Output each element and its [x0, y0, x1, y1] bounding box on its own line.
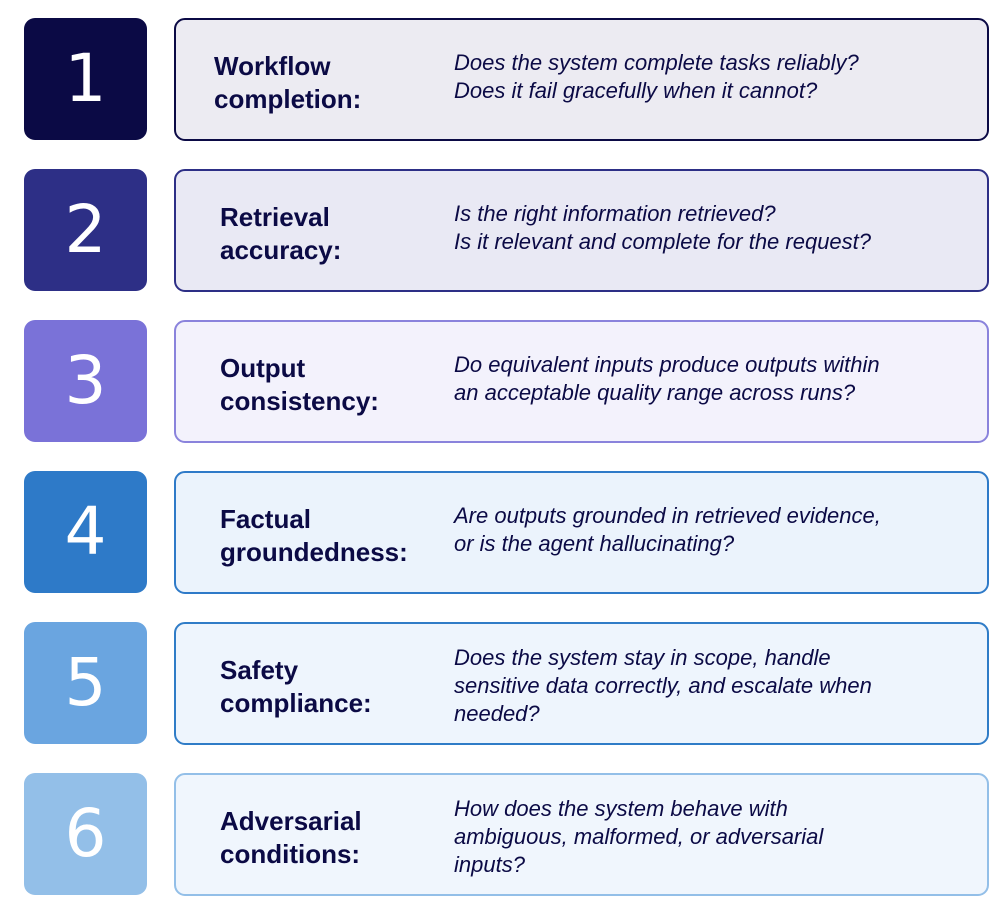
criterion-row: 3 Output consistency: Do equivalent inpu…: [0, 320, 1008, 444]
number-badge: 4: [24, 471, 147, 593]
criterion-description-line: needed?: [454, 701, 540, 726]
criterion-description: Does the system stay in scope, handle se…: [454, 644, 974, 728]
criterion-description-line: inputs?: [454, 852, 525, 877]
criterion-description-line: Do equivalent inputs produce outputs wit…: [454, 352, 880, 377]
criterion-description: How does the system behave with ambiguou…: [454, 795, 974, 879]
criterion-number: 3: [64, 342, 107, 419]
criterion-description-line: Is the right information retrieved?: [454, 201, 776, 226]
criterion-card: Workflow completion: Does the system com…: [174, 18, 989, 141]
number-badge: 3: [24, 320, 147, 442]
criterion-card: Adversarial conditions: How does the sys…: [174, 773, 989, 896]
criterion-number: 4: [64, 493, 107, 570]
number-badge: 1: [24, 18, 147, 140]
criterion-title: Safety compliance:: [220, 654, 440, 720]
criterion-description-line: or is the agent hallucinating?: [454, 531, 735, 556]
criterion-description-line: Are outputs grounded in retrieved eviden…: [454, 503, 881, 528]
number-badge: 6: [24, 773, 147, 895]
criterion-number: 5: [64, 644, 107, 721]
criterion-title-line: compliance:: [220, 688, 372, 718]
criterion-description: Are outputs grounded in retrieved eviden…: [454, 502, 974, 558]
criterion-number: 6: [64, 795, 107, 872]
criterion-description-line: Does it fail gracefully when it cannot?: [454, 78, 818, 103]
criterion-title-line: groundedness:: [220, 537, 408, 567]
criterion-description-line: Does the system stay in scope, handle: [454, 645, 831, 670]
criterion-title-line: Safety: [220, 655, 299, 685]
criterion-description-line: an acceptable quality range across runs?: [454, 380, 856, 405]
criterion-title-line: completion:: [214, 84, 362, 114]
criterion-title-line: conditions:: [220, 839, 361, 869]
criterion-description: Do equivalent inputs produce outputs wit…: [454, 351, 974, 407]
criterion-title-line: Workflow: [214, 51, 331, 81]
criterion-title: Adversarial conditions:: [220, 805, 440, 871]
number-badge: 2: [24, 169, 147, 291]
criterion-title-line: Retrieval: [220, 202, 330, 232]
criterion-number: 2: [64, 191, 107, 268]
criterion-row: 5 Safety compliance: Does the system sta…: [0, 622, 1008, 746]
criterion-number: 1: [64, 40, 107, 117]
criterion-description-line: Is it relevant and complete for the requ…: [454, 229, 872, 254]
criterion-title: Output consistency:: [220, 352, 440, 418]
criterion-title: Retrieval accuracy:: [220, 201, 440, 267]
criterion-title: Factual groundedness:: [220, 503, 440, 569]
criterion-description: Is the right information retrieved? Is i…: [454, 200, 974, 256]
criterion-row: 4 Factual groundedness: Are outputs grou…: [0, 471, 1008, 595]
criterion-card: Factual groundedness: Are outputs ground…: [174, 471, 989, 594]
criterion-title-line: Adversarial: [220, 806, 362, 836]
criterion-title-line: Output: [220, 353, 306, 383]
criterion-description-line: How does the system behave with: [454, 796, 788, 821]
number-badge: 5: [24, 622, 147, 744]
criterion-title-line: Factual: [220, 504, 312, 534]
criterion-title-line: accuracy:: [220, 235, 342, 265]
criterion-description: Does the system complete tasks reliably?…: [454, 49, 974, 105]
criterion-card: Retrieval accuracy: Is the right informa…: [174, 169, 989, 292]
criterion-description-line: sensitive data correctly, and escalate w…: [454, 673, 872, 698]
criterion-description-line: ambiguous, malformed, or adversarial: [454, 824, 824, 849]
criterion-title-line: consistency:: [220, 386, 379, 416]
criterion-description-line: Does the system complete tasks reliably?: [454, 50, 859, 75]
criterion-card: Output consistency: Do equivalent inputs…: [174, 320, 989, 443]
criterion-row: 6 Adversarial conditions: How does the s…: [0, 773, 1008, 897]
criterion-row: 1 Workflow completion: Does the system c…: [0, 18, 1008, 142]
criterion-row: 2 Retrieval accuracy: Is the right infor…: [0, 169, 1008, 293]
criterion-card: Safety compliance: Does the system stay …: [174, 622, 989, 745]
criterion-title: Workflow completion:: [214, 50, 434, 116]
